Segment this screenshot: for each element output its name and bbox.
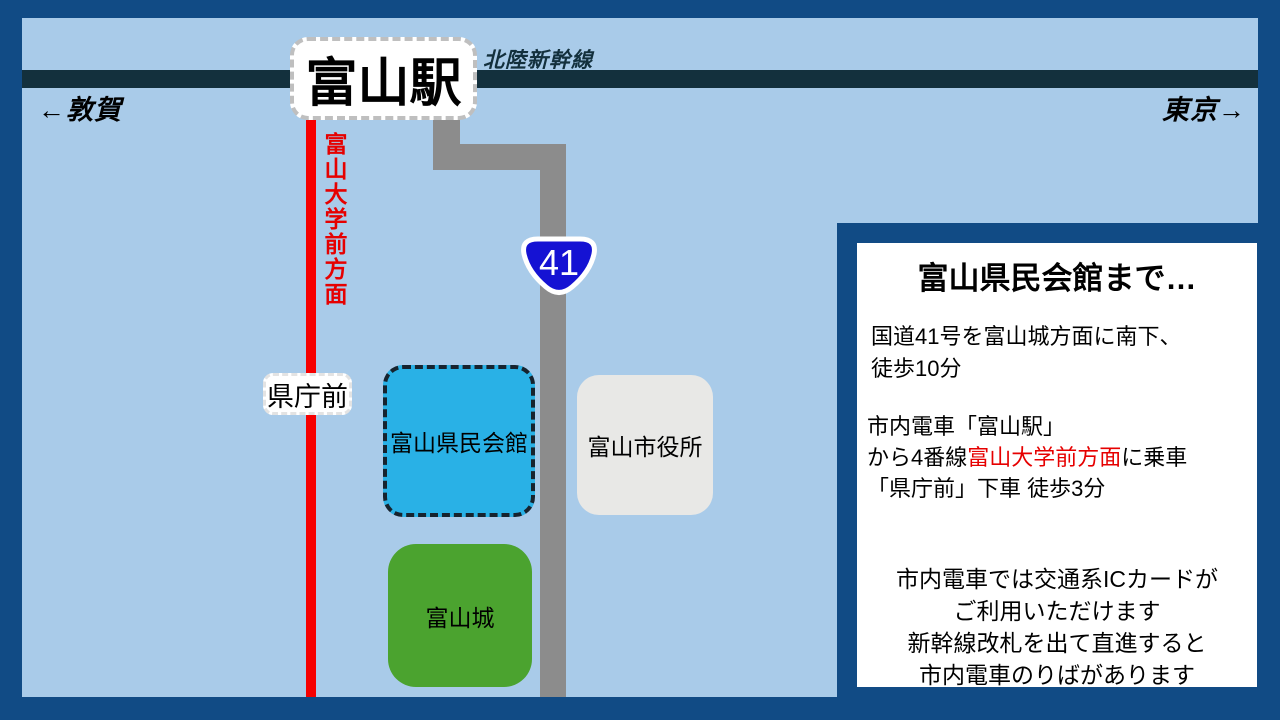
ic-note-line1: 市内電車では交通系ICカードが [896, 566, 1218, 592]
direction-tokyo-label: 東京→ [1162, 95, 1246, 125]
building-cityhall-label: 富山市役所 [587, 434, 703, 460]
building-castle-label: 富山城 [425, 604, 495, 631]
road-segment-south [540, 144, 566, 697]
ic-card-note: 市内電車では交通系ICカードが ご利用いただけます 新幹線改札を出て直進すると … [857, 563, 1257, 691]
info-title: 富山県民会館まで… [917, 261, 1197, 296]
tram-directions: 市内電車「富山駅」 から4番線富山大学前方面に乗車 「県庁前」下車 徒歩3分 [867, 411, 1187, 504]
shinkansen-label: 北陸新幹線 [483, 49, 593, 72]
tram-directions-line2: から4番線富山大学前方面に乗車 [867, 442, 1187, 473]
building-kenminkaikan-label: 富山県民会館 [390, 430, 528, 456]
kenchomae-stop-label: 県庁前 [263, 373, 352, 415]
tram-line2-pre: から4番線 [867, 445, 968, 470]
route-shield-number: 41 [539, 242, 579, 283]
tram-direction-label: 富山大学前方面 [321, 132, 347, 307]
ic-note-line4: 市内電車のりばがあります [919, 662, 1195, 688]
building-castle: 富山城 [388, 544, 532, 687]
shinkansen-line [22, 70, 1258, 88]
tram-line2-post: に乗車 [1121, 445, 1188, 470]
toyama-station-label: 富山駅 [290, 37, 477, 120]
ic-note-line3: 新幹線改札を出て直進すると [907, 630, 1207, 656]
route-shield-shape [521, 236, 597, 295]
route-41-shield-icon: 41 [521, 236, 597, 295]
tram-directions-line3: 「県庁前」下車 徒歩3分 [867, 476, 1106, 501]
tram-directions-line1: 市内電車「富山駅」 [867, 414, 1066, 439]
direction-tsuruga-label: ←敦賀 [38, 95, 122, 125]
building-kenminkaikan: 富山県民会館 [383, 365, 535, 517]
info-panel: 富山県民会館まで… 国道41号を富山城方面に南下、 徒歩10分 市内電車「富山駅… [837, 223, 1280, 720]
toyama-station-text: 富山駅 [305, 55, 462, 113]
info-card: 富山県民会館まで… 国道41号を富山城方面に南下、 徒歩10分 市内電車「富山駅… [857, 243, 1257, 688]
building-cityhall: 富山市役所 [577, 375, 713, 515]
walk-directions-line1: 国道41号を富山城方面に南下、 [871, 324, 1182, 349]
kenchomae-stop-text: 県庁前 [267, 381, 348, 412]
walk-directions: 国道41号を富山城方面に南下、 徒歩10分 [871, 321, 1181, 385]
walk-directions-line2: 徒歩10分 [871, 356, 962, 381]
tram-line2-highlight: 富山大学前方面 [967, 445, 1122, 470]
ic-note-line2: ご利用いただけます [953, 598, 1161, 624]
